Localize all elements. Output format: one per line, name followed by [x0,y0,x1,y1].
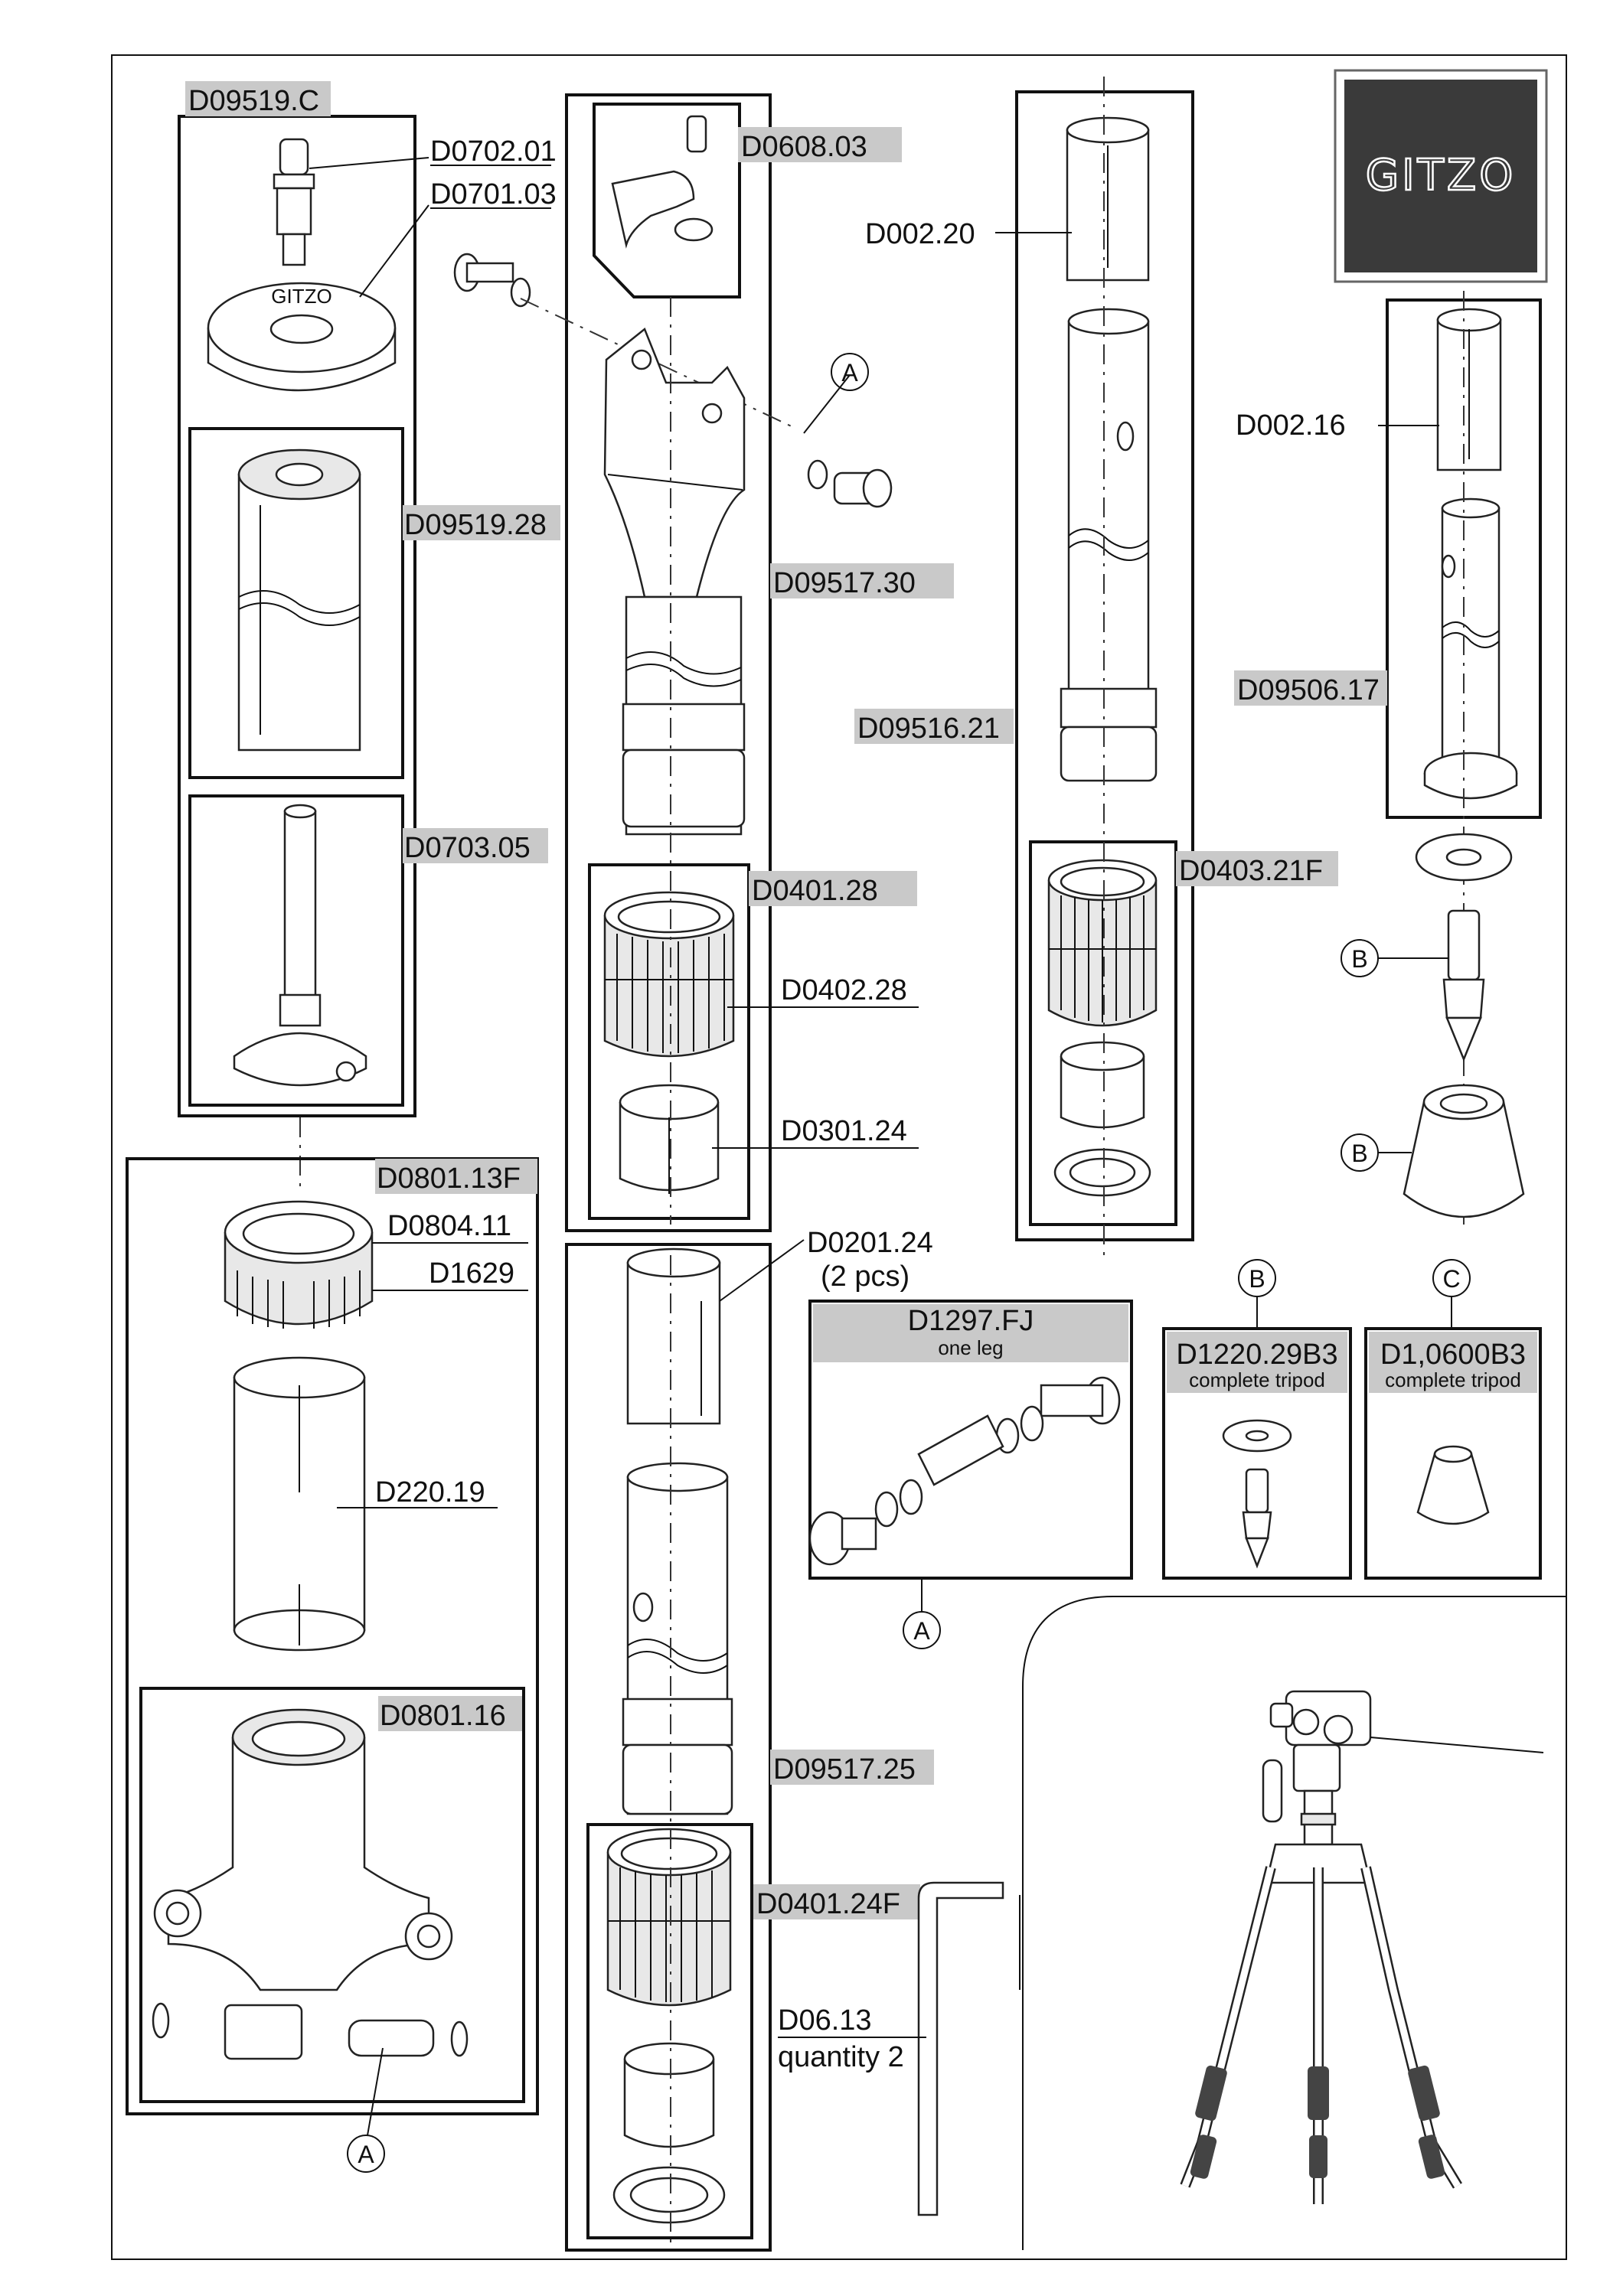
center-column-group: D09519.C D0702.01 GITZO D0701.03 [178,81,560,1117]
screw-part [273,138,315,266]
svg-text:A: A [913,1617,930,1645]
ref-b-callout-2: B [1341,1133,1379,1172]
hinge-bolt-left-part [453,253,531,308]
label-d09519c: D09519.C [188,85,319,117]
leg-lock-ring-part [603,891,735,1058]
label-d040124f: D0401.24F [756,1888,900,1920]
sleeve-part [233,1356,366,1652]
kit-d1297-code: D1297.FJ [908,1305,1034,1337]
leg-lower-group: D0201.24 (2 pcs) D09517.25 D0401.24F [565,1227,934,2252]
rubber-foot-kit-part [1416,1445,1490,1525]
split-collar-part [1066,116,1150,282]
label-d080113f: D0801.13F [377,1163,521,1195]
leg-lock-lever-part [611,115,714,249]
spike-kit-part [1222,1419,1292,1569]
svg-text:GITZO: GITZO [271,285,331,308]
svg-text:A: A [841,359,858,386]
foot-lock-ring-part [1047,859,1158,1027]
label-d00220: D002.20 [865,218,975,250]
split-sleeve-part [626,1247,721,1425]
bushing-part [619,1084,720,1194]
lower-lock-ring-part [606,1828,732,2007]
label-d070103: D0701.03 [430,178,557,210]
label-d080411: D0804.11 [387,1210,511,1242]
svg-text:C: C [1442,1265,1460,1293]
lower-bushing-part [623,2042,715,2148]
kit-d10600b3-code: D1,0600B3 [1380,1339,1526,1371]
leg-top-casting-part [603,327,746,598]
label-d0951621: D09516.21 [857,713,1000,745]
svg-text:B: B [1351,1140,1367,1167]
hinge-bolt-right-part [807,459,893,508]
kit-d1297: D1297.FJ one leg [808,1300,1133,1612]
kit-d122029b3-code: D1220.29B3 [1176,1339,1337,1371]
foot-washer-2-part [1053,1148,1151,1197]
label-d1629: D1629 [429,1257,514,1290]
label-d0951725: D09517.25 [773,1753,916,1786]
ref-a-callout-1: A [347,2135,385,2173]
label-d0613-qty: quantity 2 [778,2041,904,2073]
label-d030124: D0301.24 [781,1115,907,1147]
foot-tube-part [1423,497,1518,800]
hook-rod-part [233,804,367,1087]
label-d0951730: D09517.30 [773,567,916,599]
svg-text:B: B [1351,945,1367,973]
label-d040128: D0401.28 [752,875,878,907]
page-frame [111,54,1567,2260]
leg-upper-group: D0608.03 A [453,93,954,1232]
label-d0613: D06.13 [778,2004,872,2037]
logo-text: GITZO [1366,151,1517,201]
gitzo-logo: GITZO [1334,69,1548,283]
label-d040321f: D0403.21F [1179,855,1323,887]
collar-ring-part [224,1200,374,1329]
ref-b-callout-1: B [1341,939,1379,977]
hinge-hardware-part [808,1376,1121,1566]
foot-bushing-part [1060,1041,1145,1129]
label-d080116: D0801.16 [380,1700,506,1732]
spider-group: D0801.13F D0804.11 D1629 D220.19 D0801.1… [126,1157,539,2136]
leg-tube-group: D002.20 D09516.21 D0403.21F [854,90,1338,1241]
foot-washer-part [612,2166,726,2224]
label-d020124-qty: (2 pcs) [821,1261,909,1293]
kit-d10600b3: C D1,0600B3 complete tripod [1364,1259,1542,1580]
foot-group: D002.16 D09506.17 [1234,298,1542,819]
assembled-tripod-illustration [1180,1690,1544,2204]
label-d020124: D0201.24 [807,1227,933,1259]
label-d22019: D220.19 [375,1476,485,1508]
column-tube-part [237,448,361,752]
kit-d10600b3-sub: complete tripod [1385,1368,1521,1391]
kit-d122029b3: B D1220.29B3 complete tripod [1162,1259,1352,1580]
kit-d1297-sub: one leg [938,1336,1003,1359]
ref-a-callout-3: A [903,1611,941,1649]
assembled-view-frame [1022,1596,1566,2250]
hex-key-part [917,1881,1004,2216]
foot-sleeve-part [1436,308,1502,471]
svg-text:B: B [1249,1265,1265,1293]
spider-casting-part [152,1708,469,2060]
upper-leg-tube-part [622,595,746,836]
label-d060803: D0608.03 [741,131,867,163]
lower-tube-part [1060,308,1158,782]
label-d00216: D002.16 [1236,409,1346,442]
foot-spike-assembly-part [1403,833,1525,1218]
base-disk-part: GITZO [207,282,397,392]
label-d040228: D0402.28 [781,974,907,1006]
label-d0950617: D09506.17 [1237,674,1380,706]
label-d070305: D0703.05 [404,832,531,864]
label-d070201: D0702.01 [430,135,557,168]
label-d0951928: D09519.28 [404,509,547,541]
middle-leg-tube-part [622,1462,733,1815]
kit-d122029b3-sub: complete tripod [1189,1368,1325,1391]
svg-text:A: A [358,2141,374,2168]
